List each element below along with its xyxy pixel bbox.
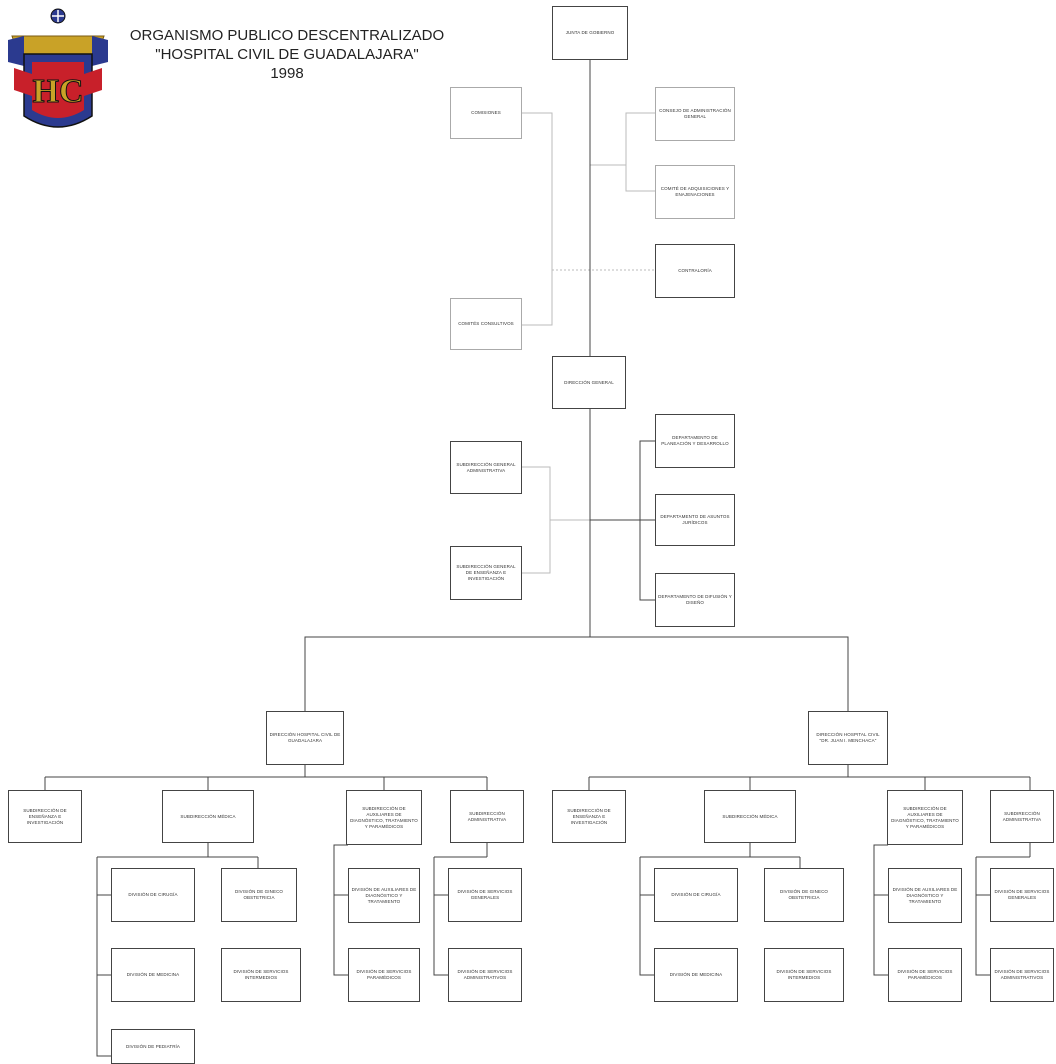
title-line-3: 1998 bbox=[270, 65, 304, 82]
node-left-division-servicios-intermedios: DIVISIÓN DE SERVICIOS INTERMEDIOS bbox=[221, 948, 301, 1002]
node-left-division-pediatria: DIVISIÓN DE PEDIATRÍA bbox=[111, 1029, 195, 1064]
node-subdireccion-general-ensenanza: SUBDIRECCIÓN GENERAL DE ENSEÑANZA E INVE… bbox=[450, 546, 522, 600]
title-line-2: "HOSPITAL CIVIL DE GUADALAJARA" bbox=[155, 46, 419, 63]
node-right-division-servicios-generales: DIVISIÓN DE SERVICIOS GENERALES bbox=[990, 868, 1054, 922]
chart-header: HC ORGANISMO PUBLICO DESCENTRALIZADO "HO… bbox=[0, 0, 520, 150]
node-right-division-servicios-intermedios: DIVISIÓN DE SERVICIOS INTERMEDIOS bbox=[764, 948, 844, 1002]
node-consejo-administracion: CONSEJO DE ADMINISTRACIÓN GENERAL bbox=[655, 87, 735, 141]
node-left-subdireccion-ensenanza: SUBDIRECCIÓN DE ENSEÑANZA E INVESTIGACIÓ… bbox=[8, 790, 82, 843]
node-comisiones: COMISIONES bbox=[450, 87, 522, 139]
node-contraloria: CONTRALORÍA bbox=[655, 244, 735, 298]
node-comite-adquisiciones: COMITÉ DE ADQUISICIONES Y ENAJENACIONES bbox=[655, 165, 735, 219]
node-left-division-auxiliares: DIVISIÓN DE AUXILIARES DE DIAGNÓSTICO Y … bbox=[348, 868, 420, 923]
node-right-division-gineco: DIVISIÓN DE GINECO OBSTETRICIA bbox=[764, 868, 844, 922]
node-left-division-gineco: DIVISIÓN DE GINECO OBSTETRICIA bbox=[221, 868, 297, 922]
node-departamento-planeacion: DEPARTAMENTO DE PLANEACIÓN Y DESARROLLO bbox=[655, 414, 735, 468]
node-direccion-menchaca: DIRECCIÓN HOSPITAL CIVIL "DR. JUAN I. ME… bbox=[808, 711, 888, 765]
node-junta-de-gobierno: JUNTA DE GOBIERNO bbox=[552, 6, 628, 60]
node-left-division-medicina: DIVISIÓN DE MEDICINA bbox=[111, 948, 195, 1002]
node-left-division-servicios-generales: DIVISIÓN DE SERVICIOS GENERALES bbox=[448, 868, 522, 922]
node-comites-consultivos: COMITÉS CONSULTIVOS bbox=[450, 298, 522, 350]
node-left-division-servicios-administrativos: DIVISIÓN DE SERVICIOS ADMINISTRATIVOS bbox=[448, 948, 522, 1002]
node-right-subdireccion-administrativa: SUBDIRECCIÓN ADMINISTRATIVA bbox=[990, 790, 1054, 843]
node-direccion-general: DIRECCIÓN GENERAL bbox=[552, 356, 626, 409]
node-right-division-paramedicos: DIVISIÓN DE SERVICIOS PARAMÉDICOS bbox=[888, 948, 962, 1002]
node-right-division-medicina: DIVISIÓN DE MEDICINA bbox=[654, 948, 738, 1002]
node-departamento-difusion: DEPARTAMENTO DE DIFUSIÓN Y DISEÑO bbox=[655, 573, 735, 627]
node-right-subdireccion-ensenanza: SUBDIRECCIÓN DE ENSEÑANZA E INVESTIGACIÓ… bbox=[552, 790, 626, 843]
hospital-logo-icon: HC bbox=[8, 8, 108, 128]
node-right-subdireccion-medica: SUBDIRECCIÓN MÉDICA bbox=[704, 790, 796, 843]
node-left-subdireccion-auxiliares: SUBDIRECCIÓN DE AUXILIARES DE DIAGNÓSTIC… bbox=[346, 790, 422, 845]
node-subdireccion-general-administrativa: SUBDIRECCIÓN GENERAL ADMINISTRATIVA bbox=[450, 441, 522, 494]
svg-text:HC: HC bbox=[33, 73, 84, 110]
node-right-division-servicios-administrativos: DIVISIÓN DE SERVICIOS ADMINISTRATIVOS bbox=[990, 948, 1054, 1002]
node-left-subdireccion-medica: SUBDIRECCIÓN MÉDICA bbox=[162, 790, 254, 843]
node-departamento-juridicos: DEPARTAMENTO DE ASUNTOS JURÍDICOS bbox=[655, 494, 735, 546]
node-right-division-cirugia: DIVISIÓN DE CIRUGÍA bbox=[654, 868, 738, 922]
node-left-division-paramedicos: DIVISIÓN DE SERVICIOS PARAMÉDICOS bbox=[348, 948, 420, 1002]
chart-title: ORGANISMO PUBLICO DESCENTRALIZADO "HOSPI… bbox=[122, 26, 452, 83]
node-left-subdireccion-administrativa: SUBDIRECCIÓN ADMINISTRATIVA bbox=[450, 790, 524, 843]
title-line-1: ORGANISMO PUBLICO DESCENTRALIZADO bbox=[129, 27, 445, 44]
node-left-division-cirugia: DIVISIÓN DE CIRUGÍA bbox=[111, 868, 195, 922]
node-right-division-auxiliares: DIVISIÓN DE AUXILIARES DE DIAGNÓSTICO Y … bbox=[888, 868, 962, 923]
node-right-subdireccion-auxiliares: SUBDIRECCIÓN DE AUXILIARES DE DIAGNÓSTIC… bbox=[887, 790, 963, 845]
node-direccion-hcg: DIRECCIÓN HOSPITAL CIVIL DE GUADALAJARA bbox=[266, 711, 344, 765]
